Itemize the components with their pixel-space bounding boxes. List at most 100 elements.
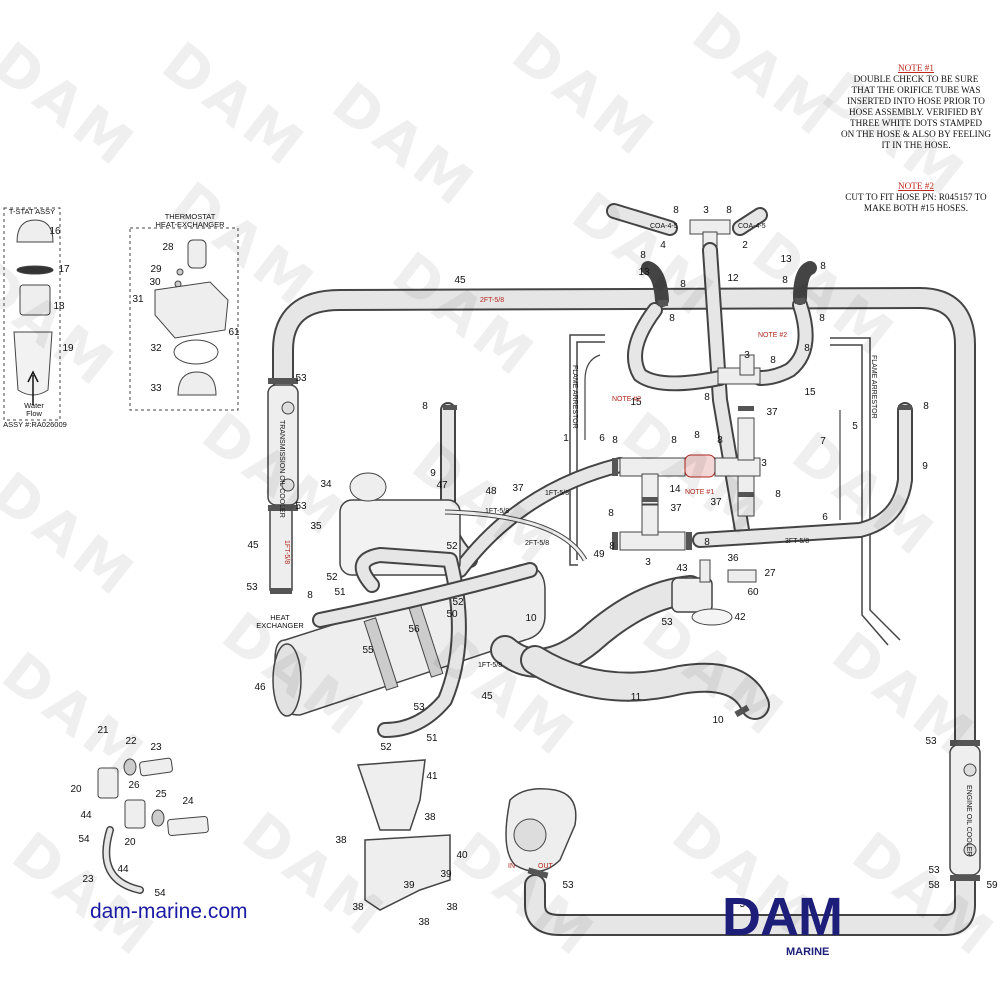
thermostat-hx-title-2: HEAT-EXCHANGER: [155, 220, 225, 229]
part-number-14: 14: [669, 484, 681, 495]
part-number-11: 11: [631, 692, 642, 703]
note-1-title: NOTE #1: [898, 63, 934, 73]
tee-3-lower-stem: [641, 504, 659, 536]
part-number-8: 8: [422, 401, 428, 412]
clamp-marker: [268, 378, 298, 384]
hose-mark-11: 1FT-5/8: [478, 662, 502, 669]
part-number-42: 42: [734, 612, 746, 623]
hose-23-inner: [103, 827, 143, 893]
part-number-37: 37: [670, 503, 682, 514]
part-number-4: 4: [660, 240, 666, 251]
note-2: NOTE #2 CUT TO FIT HOSE PN: R045157 TO M…: [836, 181, 996, 214]
part-number-20: 20: [70, 784, 82, 795]
part-number-8: 8: [640, 250, 646, 261]
flame-arrestor-left-label: FLAME ARRESTOR: [571, 365, 578, 429]
part-number-3: 3: [703, 205, 709, 216]
transmission-oil-cooler-label: TRANSMISSION OIL COOLER: [278, 420, 285, 518]
part-number-47: 47: [436, 480, 448, 491]
hose-37-inner: [454, 459, 626, 576]
part-number-54: 54: [154, 888, 166, 899]
thermostat-hx-box: [129, 227, 239, 411]
part-number-3: 3: [645, 557, 651, 568]
hose-13-right: [793, 261, 817, 305]
hose-15-right-inner: [754, 299, 812, 384]
part-number-57: 57: [739, 899, 751, 910]
part-number-54: 54: [78, 834, 90, 845]
brand-subtitle: MARINE: [786, 946, 830, 958]
part-number-8: 8: [770, 355, 776, 366]
part-number-37: 37: [710, 497, 722, 508]
note-1-line: INSERTED INTO HOSE PRIOR TO: [847, 96, 985, 106]
part-number-51: 51: [426, 733, 438, 744]
hose-15-left-inner: [629, 304, 726, 390]
part-number-45: 45: [247, 540, 259, 551]
clamp-55: [363, 617, 399, 691]
part-number-28: 28: [162, 242, 174, 253]
part-number-52: 52: [326, 572, 338, 583]
part-number-34: 34: [320, 479, 332, 490]
part-number-8: 8: [612, 435, 618, 446]
part-number-44: 44: [80, 810, 92, 821]
part-number-52: 52: [380, 742, 392, 753]
part-number-8: 8: [694, 430, 700, 441]
part-number-53: 53: [928, 865, 940, 876]
part-number-8: 8: [609, 541, 615, 552]
site-url[interactable]: dam-marine.com: [90, 900, 248, 923]
part-number-52: 52: [446, 541, 458, 552]
pump-in-label: IN: [508, 863, 515, 870]
part-number-39: 39: [403, 880, 415, 891]
part-number-24: 24: [182, 796, 194, 807]
mount-41: [356, 759, 426, 831]
part-number-8: 8: [923, 401, 929, 412]
hose-barb-24: [167, 816, 209, 836]
part-number-8: 8: [669, 313, 675, 324]
clamp-marker: [443, 405, 457, 410]
bracket-40: [364, 834, 451, 911]
part-number-37: 37: [512, 483, 524, 494]
clamp-marker: [270, 588, 292, 594]
tstat-assy-number: ASSY #:RA026009: [3, 420, 67, 429]
part-31: [154, 281, 229, 339]
hose-barb-23: [139, 757, 173, 777]
hose-mark-coa4: COA-4-5: [650, 223, 678, 230]
clamp-marker: [738, 406, 754, 411]
part-number-8: 8: [820, 261, 826, 272]
part-number-9: 9: [430, 468, 436, 479]
hose-45-loop-inner: [274, 289, 974, 754]
part-number-8: 8: [704, 537, 710, 548]
part-number-58: 58: [928, 880, 940, 891]
fitting-27: [727, 569, 757, 583]
note-1: NOTE #1 DOUBLE CHECK TO BE SURE THAT THE…: [836, 63, 996, 151]
part-number-49: 49: [593, 549, 605, 560]
hose-mark-3a: 2FT-5/8: [525, 540, 549, 547]
part-number-32: 32: [150, 343, 162, 354]
tstat-assy-title: T-STAT ASSY: [8, 207, 56, 216]
part-number-6: 6: [822, 512, 828, 523]
clamp-marker: [268, 505, 298, 511]
thermostat-housing-43: [671, 577, 713, 613]
part-number-38: 38: [418, 917, 430, 928]
part-number-53: 53: [925, 736, 937, 747]
note-2-line: MAKE BOTH #15 HOSES.: [863, 203, 969, 213]
part-number-18: 18: [53, 301, 65, 312]
tstat-ring-17: [16, 265, 54, 275]
part-number-21: 21: [97, 725, 109, 736]
part-number-51: 51: [334, 587, 346, 598]
hose-11-lower-inner: [522, 647, 768, 718]
flame-arrestor-right: [830, 337, 901, 641]
part-number-10: 10: [525, 613, 537, 624]
part-number-15: 15: [630, 397, 642, 408]
flame-arrestor-left: [569, 334, 605, 566]
note-1-line: THAT THE ORIFICE TUBE WAS: [851, 85, 981, 95]
part-number-23: 23: [150, 742, 162, 753]
part-number-22: 22: [125, 736, 137, 747]
part-number-25: 25: [155, 789, 167, 800]
hose-engine-return-inner: [526, 871, 974, 934]
ring-22: [123, 758, 137, 776]
pump-out-label: OUT: [538, 863, 554, 870]
note-2-line: CUT TO FIT HOSE PN: R045157 TO: [845, 192, 987, 202]
hose-mark-45: 2FT-5/8: [480, 297, 504, 304]
part-number-50: 50: [446, 609, 458, 620]
clamp-marker: [612, 532, 618, 550]
